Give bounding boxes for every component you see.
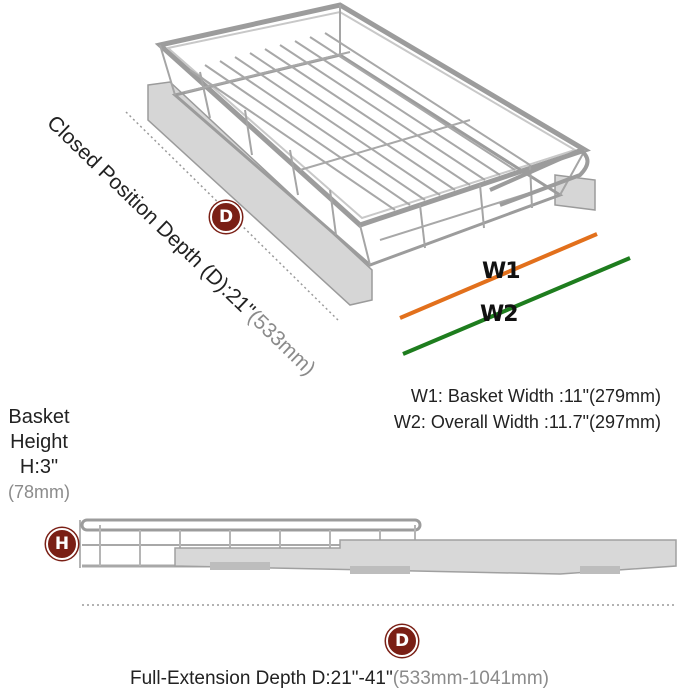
basket-top-illustration bbox=[125, 2, 631, 356]
basket-rim bbox=[154, 2, 591, 228]
rail-bracket-3 bbox=[580, 566, 620, 574]
basket-height-line3: H:3" bbox=[19, 456, 59, 478]
basket-rim-inner bbox=[165, 10, 578, 220]
w2-legend: W2: Overall Width :11.7"(297mm) bbox=[393, 412, 661, 432]
w2-tag: W2 bbox=[480, 302, 519, 327]
side-rail bbox=[147, 81, 373, 306]
side-slide-rail bbox=[174, 539, 677, 575]
rail-bracket-1 bbox=[210, 562, 270, 570]
full-extension-metric: (533mm-1041mm) bbox=[392, 668, 549, 689]
basket-height-metric: (78mm) bbox=[8, 482, 70, 502]
w1-legend: W1: Basket Width :11"(279mm) bbox=[410, 386, 661, 406]
side-rail-lower bbox=[554, 174, 596, 211]
basket-verticals bbox=[159, 5, 586, 266]
closed-depth-badge: D bbox=[210, 201, 242, 233]
full-extension-text: Full-Extension Depth D:21"-41" bbox=[130, 668, 393, 689]
width-legend: W1: Basket Width :11"(279mm) W2: Overall… bbox=[394, 383, 661, 435]
height-badge: H bbox=[46, 528, 78, 560]
full-extension-label: Full-Extension Depth D:21"-41"(533mm-104… bbox=[0, 668, 679, 690]
side-basket-rim bbox=[80, 518, 422, 532]
basket-floor-grid bbox=[184, 32, 556, 241]
w1-line bbox=[399, 232, 598, 320]
full-extension-badge: D bbox=[386, 625, 418, 657]
basket-height-line2: Height bbox=[10, 431, 68, 453]
basket-handle bbox=[489, 147, 590, 207]
rail-bracket-2 bbox=[350, 566, 410, 574]
basket-height-line1: Basket bbox=[8, 406, 70, 428]
w2-line bbox=[402, 256, 631, 356]
basket-height-label: Basket Height H:3" (78mm) bbox=[2, 405, 76, 505]
w1-tag: W1 bbox=[482, 259, 521, 284]
side-basket-verticals bbox=[99, 525, 416, 566]
